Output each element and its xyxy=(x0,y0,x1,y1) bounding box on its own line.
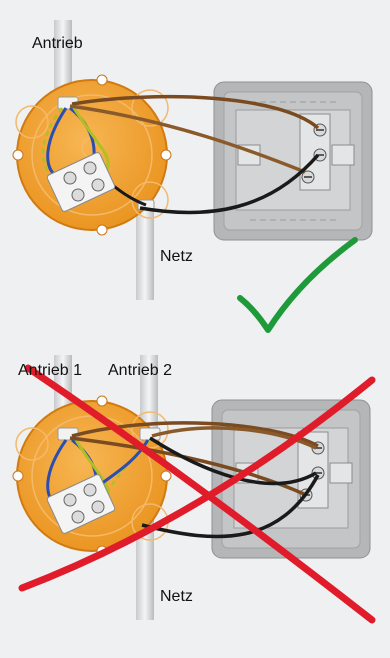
bottom-actuator-2-label: Antrieb 2 xyxy=(108,362,173,379)
top-actuator-label: Antrieb xyxy=(32,35,83,52)
bottom-conduit-upper-2 xyxy=(140,355,158,430)
bottom-mains-label: Netz xyxy=(160,588,193,605)
top-conduit-lower xyxy=(136,205,154,300)
top-terminal-block xyxy=(46,152,116,212)
top-mains-label: Netz xyxy=(160,248,193,265)
top-correct-wiring xyxy=(12,20,373,333)
top-conduit-upper xyxy=(54,20,72,100)
bottom-incorrect-wiring xyxy=(12,355,376,624)
top-black-wire xyxy=(139,153,320,215)
top-brown-wire-1 xyxy=(71,94,320,130)
check-mark-icon xyxy=(237,237,358,333)
bottom-brown-wire-2 xyxy=(151,426,317,450)
top-brown-wire-2 xyxy=(69,104,306,174)
bottom-brown-wire-3 xyxy=(69,436,305,496)
bottom-conduit-lower xyxy=(136,520,154,620)
bottom-actuator-1-label: Antrieb 1 xyxy=(18,362,83,379)
bottom-black-wire-2 xyxy=(141,474,320,539)
bottom-terminal-block xyxy=(46,474,116,534)
cross-mark-icon xyxy=(18,364,376,624)
